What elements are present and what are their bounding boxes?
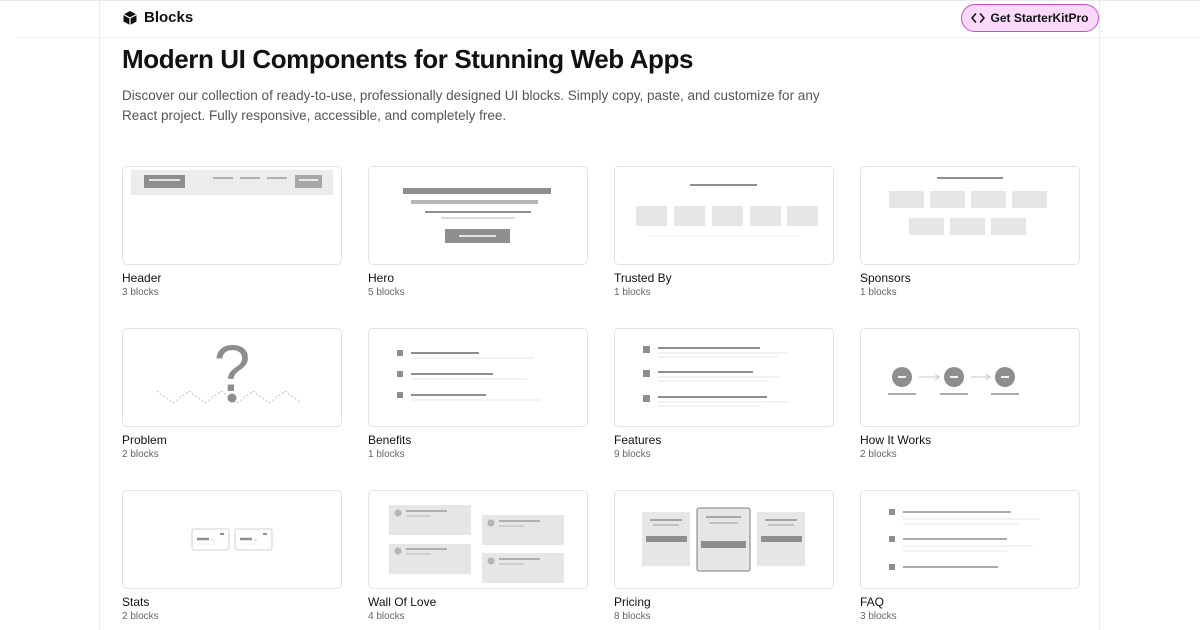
block-card-count: 1 blocks xyxy=(368,449,405,460)
cube-icon xyxy=(123,10,137,25)
trusted-wireframe-illustration xyxy=(636,184,818,237)
block-card-count: 1 blocks xyxy=(860,287,897,298)
block-card-title: Pricing xyxy=(614,595,651,609)
block-card-title: Wall Of Love xyxy=(368,595,437,609)
block-preview-thumbnail xyxy=(368,490,588,589)
page-title: Modern UI Components for Stunning Web Ap… xyxy=(122,44,694,74)
problem-wireframe-illustration: ? xyxy=(156,331,302,405)
block-card-count: 8 blocks xyxy=(614,611,651,622)
block-card-stats[interactable]: Stats 2 blocks xyxy=(122,490,342,622)
block-card-title: Trusted By xyxy=(614,271,672,285)
block-preview-thumbnail xyxy=(368,328,588,427)
block-card-header[interactable]: Header 3 blocks xyxy=(122,166,342,298)
code-brackets-icon xyxy=(971,13,986,23)
block-card-title: Hero xyxy=(368,271,395,285)
block-card-how[interactable]: How It Works 2 blocks xyxy=(860,328,1080,460)
sponsors-wireframe-illustration xyxy=(889,177,1047,235)
svg-text:?: ? xyxy=(214,331,251,405)
block-card-count: 4 blocks xyxy=(368,611,405,622)
block-preview-thumbnail xyxy=(614,166,834,265)
header-wireframe-illustration xyxy=(131,170,333,195)
block-card-title: Benefits xyxy=(368,433,412,447)
faq-wireframe-illustration xyxy=(889,509,1039,570)
block-card-title: Sponsors xyxy=(860,271,911,285)
block-card-count: 2 blocks xyxy=(122,611,159,622)
block-card-title: Header xyxy=(122,271,162,285)
how-wireframe-illustration xyxy=(888,367,1019,395)
get-starterkitpro-label: Get StarterKitPro xyxy=(990,11,1089,25)
block-preview-thumbnail xyxy=(860,166,1080,265)
block-card-features[interactable]: Features 9 blocks xyxy=(614,328,834,460)
block-preview-thumbnail xyxy=(122,166,342,265)
content-frame-left xyxy=(99,0,100,630)
wall-wireframe-illustration xyxy=(389,505,564,583)
block-card-count: 2 blocks xyxy=(860,449,897,460)
block-card-count: 5 blocks xyxy=(368,287,405,298)
block-card-count: 9 blocks xyxy=(614,449,651,460)
stats-wireframe-illustration xyxy=(191,528,273,551)
block-card-trusted[interactable]: Trusted By 1 blocks xyxy=(614,166,834,298)
block-card-sponsors[interactable]: Sponsors 1 blocks xyxy=(860,166,1080,298)
block-card-pricing[interactable]: Pricing 8 blocks xyxy=(614,490,834,622)
block-preview-thumbnail xyxy=(614,490,834,589)
block-preview-thumbnail xyxy=(122,490,342,589)
block-card-title: How It Works xyxy=(860,433,932,447)
block-card-faq[interactable]: FAQ 3 blocks xyxy=(860,490,1080,622)
block-card-hero[interactable]: Hero 5 blocks xyxy=(368,166,588,298)
block-card-count: 3 blocks xyxy=(122,287,159,298)
benefits-wireframe-illustration xyxy=(397,350,541,401)
get-starterkitpro-button[interactable]: Get StarterKitPro xyxy=(961,4,1099,32)
block-card-title: FAQ xyxy=(860,595,885,609)
block-card-count: 2 blocks xyxy=(122,449,159,460)
top-border xyxy=(0,0,1200,1)
block-card-count: 1 blocks xyxy=(614,287,651,298)
block-preview-thumbnail xyxy=(860,328,1080,427)
brand-logo-link[interactable]: Blocks xyxy=(122,9,193,26)
block-preview-thumbnail xyxy=(614,328,834,427)
block-card-title: Stats xyxy=(122,595,150,609)
block-preview-thumbnail xyxy=(368,166,588,265)
site-header xyxy=(16,0,1200,38)
block-card-count: 3 blocks xyxy=(860,611,897,622)
block-preview-thumbnail: ? xyxy=(122,328,342,427)
page-subtitle: Discover our collection of ready-to-use,… xyxy=(122,88,820,123)
pricing-wireframe-illustration xyxy=(642,507,805,572)
brand-name: Blocks xyxy=(144,9,194,26)
content-frame-right xyxy=(1099,0,1100,630)
block-card-problem[interactable]: ? Problem 2 blocks xyxy=(122,328,342,460)
block-preview-thumbnail xyxy=(860,490,1080,589)
features-wireframe-illustration xyxy=(643,346,788,407)
block-card-title: Problem xyxy=(122,433,167,447)
hero-wireframe-illustration xyxy=(403,188,551,243)
block-card-title: Features xyxy=(614,433,662,447)
block-card-wall[interactable]: Wall Of Love 4 blocks xyxy=(368,490,588,622)
block-card-benefits[interactable]: Benefits 1 blocks xyxy=(368,328,588,460)
